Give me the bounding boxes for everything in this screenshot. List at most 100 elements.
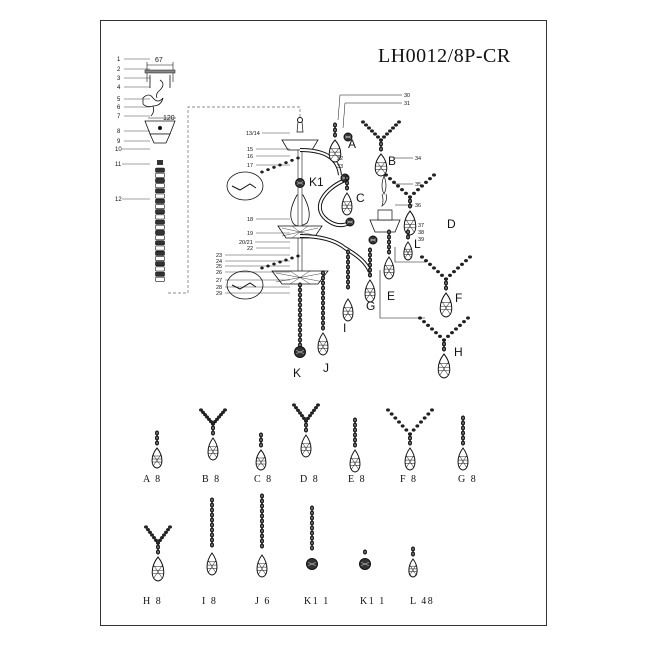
chain-bead [416, 188, 421, 192]
chain-bead [424, 259, 429, 263]
chain-link-top [157, 160, 163, 165]
candle-sleeve [381, 175, 387, 207]
legend-label-i: I 8 [202, 596, 218, 607]
chain-bead [391, 126, 396, 130]
chain-bead [151, 536, 156, 540]
part-number-27: 27 [216, 278, 222, 284]
chain-bead [420, 184, 425, 188]
chain-bead [436, 270, 441, 274]
part-number-35: 35 [415, 182, 421, 188]
chain-bead [292, 403, 297, 407]
chain-bead [214, 417, 219, 421]
mounting-plate [144, 69, 176, 74]
chain-bead [446, 334, 451, 338]
chain-bead [450, 331, 455, 335]
legend-parts [143, 403, 469, 582]
chain-link [155, 250, 165, 256]
ball-facet [308, 562, 316, 566]
diagram-letter-l: L [414, 237, 421, 251]
teardrop-crystal [403, 241, 413, 261]
chain-link [155, 261, 165, 267]
part-number-9: 9 [117, 139, 121, 145]
facet-line [409, 565, 417, 575]
part-number-32: 32 [337, 156, 343, 162]
chain-link [155, 240, 165, 246]
chain-bead [165, 528, 170, 532]
chain-bead [412, 191, 417, 195]
facet-line [459, 455, 467, 468]
candle-cup [377, 209, 393, 221]
teardrop-crystal [151, 556, 165, 582]
part-number-2: 2 [117, 67, 121, 73]
facet-line [406, 455, 414, 468]
detail-lens-upper [226, 171, 264, 201]
chain-link [155, 266, 165, 272]
chain-bead [444, 277, 449, 281]
chain-bead [206, 417, 211, 421]
ball-facet [296, 181, 304, 185]
teardrop-crystal [364, 279, 376, 303]
arm-upper-inner [299, 149, 341, 176]
chain-bead [370, 129, 375, 133]
legend-label-d: D 8 [300, 474, 320, 485]
arm-lower-inner [299, 235, 371, 273]
chain-bead [210, 422, 215, 426]
chain-bead [304, 419, 309, 423]
part-number-28: 28 [216, 285, 222, 291]
part-number-8: 8 [117, 129, 121, 135]
chain-bead [458, 323, 463, 327]
chain-link [155, 271, 165, 277]
legend-label-k1b: K1 1 [360, 596, 386, 607]
part-number-26: 26 [216, 270, 222, 276]
chain-link [155, 172, 165, 178]
legend-label-e: E 8 [348, 474, 367, 485]
chain-bead [367, 126, 372, 130]
chain-bead [415, 424, 420, 428]
teardrop-crystal [206, 552, 218, 576]
chain-link [155, 183, 165, 189]
chain-bead [420, 255, 425, 259]
chain-bead [464, 259, 469, 263]
chain-link [155, 256, 165, 261]
part-number-23: 23 [216, 253, 222, 259]
detail-lens-lower [226, 270, 264, 300]
teardrop-crystal [342, 298, 354, 322]
teardrop-crystal [300, 434, 312, 458]
chain-bead [452, 270, 457, 274]
chain-link [155, 209, 165, 215]
teardrop-crystal [207, 437, 219, 461]
legend-label-b: B 8 [202, 474, 221, 485]
teardrop-crystal [256, 554, 268, 578]
legend-label-k1a: K1 1 [304, 596, 330, 607]
chain-bead [284, 161, 288, 165]
legend-label-c: C 8 [254, 474, 273, 485]
legend-label-a: A 8 [143, 474, 162, 485]
facet-line [153, 454, 161, 466]
chain-link [155, 245, 165, 251]
diagram-letter-j: J [323, 361, 329, 375]
chain-bead [202, 413, 207, 417]
part-number-7: 7 [117, 114, 121, 120]
bowl-crosshatch [281, 225, 319, 239]
chain-bead [260, 170, 264, 174]
chain-bead [145, 528, 150, 532]
teardrop-crystal [374, 153, 388, 177]
part-number-6: 6 [117, 105, 121, 111]
chain-bead [296, 408, 301, 412]
legend-label-f: F 8 [400, 474, 418, 485]
facet-line [209, 445, 217, 458]
teardrop-crystal [408, 558, 418, 578]
chain-bead [424, 180, 429, 184]
diagram-letter-k: K [293, 366, 301, 380]
chain-bead [408, 432, 413, 436]
ball-facet [361, 562, 369, 566]
chain-bead [147, 530, 152, 534]
part-number-20-21: 20/21 [239, 240, 253, 246]
chain-bead [163, 530, 168, 534]
chain-bead [404, 428, 409, 432]
facet-line [330, 147, 340, 160]
chain-bead [284, 258, 288, 262]
ball-facet [347, 220, 353, 224]
facet-line [376, 161, 386, 174]
